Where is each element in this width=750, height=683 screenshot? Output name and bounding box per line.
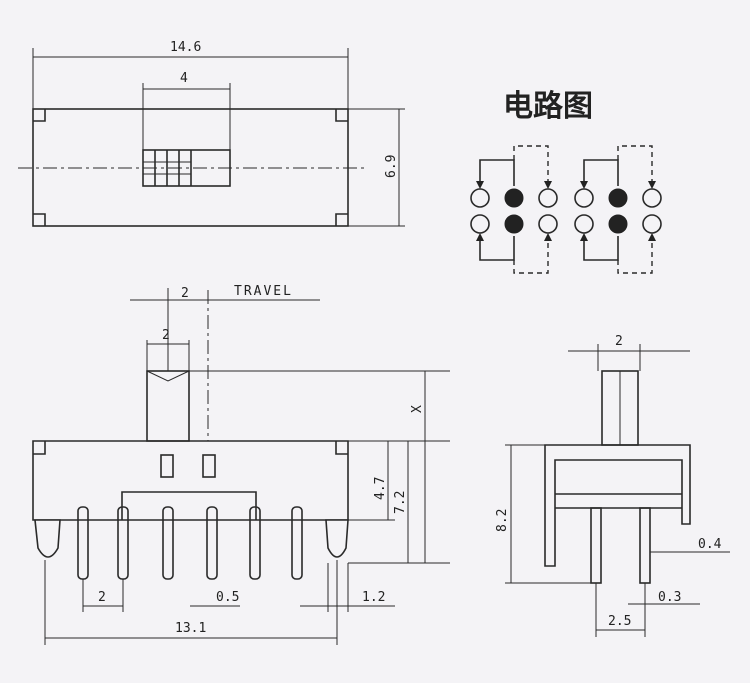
arrow-head — [648, 233, 656, 241]
connection-solid — [583, 235, 619, 261]
contact-open — [470, 188, 490, 208]
corner-tab — [33, 213, 46, 226]
detent-window — [160, 454, 174, 478]
arrow-head — [580, 233, 588, 241]
connection-solid — [479, 159, 515, 187]
dim-end-pin-width: 0.3 — [658, 590, 681, 605]
end-lug — [34, 519, 61, 558]
arrow-head — [580, 181, 588, 189]
contact-open — [642, 188, 662, 208]
corner-tab — [33, 109, 46, 122]
contact-common — [504, 188, 524, 208]
dim-end-total-height: 8.2 — [495, 509, 510, 532]
pin — [291, 506, 303, 580]
dim-pin-thickness: 0.4 — [698, 537, 722, 552]
dim-body-height: 4.7 — [373, 477, 388, 500]
travel-label: TRAVEL — [234, 284, 293, 299]
arrow-head — [544, 181, 552, 189]
arrow-head — [648, 181, 656, 189]
dim-actuator-width: 4 — [180, 71, 188, 86]
pin — [162, 506, 174, 580]
contact-common — [608, 188, 628, 208]
contact-open — [574, 214, 594, 234]
dim-end-lug: 1.2 — [362, 590, 385, 605]
dim-pin-spacing: 2.5 — [608, 614, 631, 629]
dim-travel: 2 — [181, 286, 189, 301]
connection-dashed — [513, 145, 549, 187]
circuit-diagram: 电路图 — [470, 89, 662, 274]
side-base — [121, 491, 257, 520]
pin — [77, 506, 89, 580]
end-view: 2 8.2 0.4 0.3 2.5 — [495, 334, 730, 637]
detent-window — [202, 454, 216, 478]
corner-tab — [335, 441, 348, 455]
dim-end-actuator-width: 2 — [615, 334, 623, 349]
connection-dashed — [513, 235, 549, 274]
dim-pin-width: 0.5 — [216, 590, 239, 605]
pin — [249, 506, 261, 580]
dim-actuator-height: X — [410, 405, 425, 413]
dim-body-height: 6.9 — [384, 155, 399, 178]
arrow-head — [544, 233, 552, 241]
actuator-notch — [146, 370, 190, 382]
dim-overall-length: 13.1 — [175, 621, 206, 636]
end-lug — [325, 519, 349, 558]
dim-total-height: 7.2 — [393, 491, 408, 514]
top-view: 14.6 4 6.9 — [18, 40, 405, 227]
circuit-title: 电路图 — [503, 89, 593, 124]
dim-overall-length: 14.6 — [170, 40, 201, 55]
contact-common — [608, 214, 628, 234]
pin — [206, 506, 218, 580]
end-pin — [639, 507, 651, 584]
side-view: 2 TRAVEL 2 X 4.7 7.2 2 0.5 1.2 13.1 — [32, 284, 450, 645]
connection-solid — [583, 159, 619, 187]
corner-tab — [335, 213, 348, 226]
pin — [117, 506, 129, 580]
arrow-head — [476, 181, 484, 189]
contact-open — [470, 214, 490, 234]
connection-dashed — [617, 145, 653, 187]
contact-open — [538, 188, 558, 208]
dim-actuator-width: 2 — [162, 328, 170, 343]
dim-pin-pitch: 2 — [98, 590, 106, 605]
contact-open — [574, 188, 594, 208]
actuator-slot — [142, 149, 231, 187]
contact-open — [642, 214, 662, 234]
connection-solid — [479, 235, 515, 261]
connection-dashed — [617, 235, 653, 274]
contact-common — [504, 214, 524, 234]
contact-open — [538, 214, 558, 234]
arrow-head — [476, 233, 484, 241]
end-body — [544, 444, 691, 567]
corner-tab — [335, 109, 348, 122]
corner-tab — [33, 441, 46, 455]
end-pin — [590, 507, 602, 584]
